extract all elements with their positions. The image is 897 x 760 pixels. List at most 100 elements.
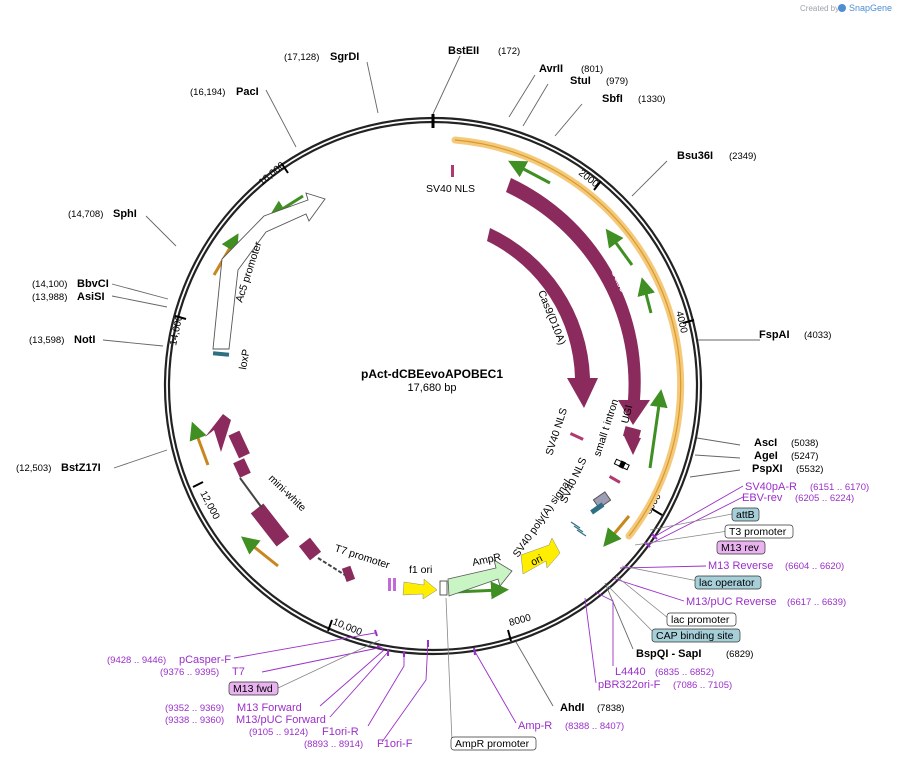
credit-brand: SnapGene — [849, 3, 892, 13]
ori-feature[interactable] — [520, 537, 561, 575]
small-t-intron-core — [618, 460, 626, 469]
plasmid-name: pAct-dCBEevoAPOBEC1 — [361, 367, 503, 381]
primer-amp-r-name: Amp-R — [518, 720, 552, 732]
enzyme-bstz17i-pos: (12,503) — [16, 463, 51, 474]
primer-t7-name: T7 — [232, 666, 245, 678]
plasmid-size: 17,680 bp — [408, 382, 457, 394]
primer-m13-forward-name: M13 Forward — [237, 702, 302, 714]
orange-arrow-3 — [240, 536, 279, 568]
enzyme-paci-name: PacI — [236, 86, 259, 98]
enzyme-bsteii-pos: (172) — [498, 46, 520, 57]
enzyme-noti-pos: (13,598) — [29, 335, 64, 346]
ampr-promoter-feature[interactable] — [439, 580, 448, 596]
box-lac-operator-label: lac operator — [699, 577, 755, 589]
enzyme-sphi-pos: (14,708) — [68, 209, 103, 220]
t7-promoter-label: T7 promoter — [333, 542, 392, 571]
tick-14000 — [174, 315, 187, 320]
m13-feature[interactable] — [393, 578, 396, 591]
box-attb[interactable]: attB — [731, 507, 760, 522]
box-t3-promoter[interactable]: T3 promoter — [724, 524, 794, 539]
enzyme-sgrdi-pos: (17,128) — [284, 52, 319, 63]
box-lac-operator[interactable]: lac operator — [694, 575, 762, 590]
enzyme-asci-name: AscI — [754, 437, 777, 449]
box-attb-label: attB — [736, 509, 755, 521]
box-lac-promoter[interactable]: lac promoter — [666, 612, 737, 627]
enzyme-agei-name: AgeI — [754, 450, 778, 462]
sv40-nls-mid-feature[interactable] — [569, 432, 584, 441]
box-m13-fwd[interactable]: M13 fwd — [228, 681, 279, 696]
enzyme-ahdi-name: AhdI — [560, 702, 584, 714]
primer-l4440-pos: (6835 .. 6852) — [655, 667, 714, 678]
ugi-label: UGI — [619, 404, 635, 425]
enzyme-avrii-name: AvrII — [539, 63, 563, 75]
box-m13-rev-label: M13 rev — [721, 542, 760, 554]
tick-16000 — [281, 163, 289, 174]
ugi-body[interactable] — [622, 426, 642, 440]
enzyme-paci-pos: (16,194) — [190, 87, 225, 98]
snapgene-logo-icon — [838, 4, 846, 12]
ampr-feature[interactable] — [447, 559, 513, 597]
ac5-promoter-feature[interactable] — [212, 192, 326, 350]
tick-label-12000: 12,000 — [197, 489, 221, 522]
sv40-nls-top-label: SV40 NLS — [426, 183, 475, 195]
loxp-label: loxP — [237, 348, 252, 370]
sv40-nls-top-feature[interactable] — [451, 165, 454, 177]
tick-6000 — [651, 508, 663, 516]
enzyme-sphi-name: SphI — [113, 208, 137, 220]
box-m13-rev[interactable]: M13 rev — [716, 540, 766, 555]
enzyme-sbfi-pos: (1330) — [638, 94, 665, 105]
f1-ori-feature[interactable] — [402, 578, 438, 600]
t7-promoter-feature[interactable] — [388, 578, 391, 591]
box-cap-binding-site[interactable]: CAP binding site — [651, 628, 741, 643]
sv40-nls-low-feature[interactable] — [608, 475, 621, 484]
enzyme-fspai-pos: (4033) — [804, 330, 831, 341]
loxp-feature[interactable] — [212, 351, 230, 357]
primer-m13puc-reverse-name: M13/pUC Reverse — [686, 596, 776, 608]
primer-f1ori-f-pos: (8893 .. 8914) — [304, 739, 363, 750]
tick-2000 — [593, 180, 602, 191]
green-feature-arrows — [268, 160, 668, 600]
primer-ebv-rev-pos: (6205 .. 6224) — [795, 493, 854, 504]
enzyme-asci-pos: (5038) — [791, 438, 818, 449]
box-leaders — [277, 513, 733, 742]
primer-site-marks — [374, 533, 658, 657]
mini-white-feature[interactable] — [205, 414, 356, 582]
enzyme-bsteii-name: BstEII — [448, 45, 479, 57]
enzyme-bspqi-sapi-name: BspQI - SapI — [636, 648, 701, 660]
tick-label-16000: 16,000 — [257, 160, 288, 188]
primer-f1ori-r-name: F1ori-R — [322, 726, 359, 738]
primer-f1ori-f-name: F1ori-F — [377, 738, 413, 750]
mini-white-intron-2 — [317, 557, 346, 576]
enzyme-avrii-pos: (801) — [581, 64, 603, 75]
primer-sv40pa-r-name: SV40pA-R — [745, 481, 797, 493]
enzyme-ahdi-pos: (7838) — [597, 703, 624, 714]
primer-t7-pos: (9376 .. 9395) — [160, 667, 219, 678]
primer-m13-reverse-name: M13 Reverse — [708, 560, 773, 572]
primer-amp-r-pos: (8388 .. 8407) — [565, 721, 624, 732]
green-arrow-4 — [648, 389, 668, 469]
tick-10000 — [327, 619, 333, 632]
enzyme-bspqi-sapi-pos: (6829) — [726, 649, 753, 660]
box-t3-promoter-label: T3 promoter — [729, 526, 787, 538]
credit-prefix: Created by — [800, 4, 839, 13]
enzyme-leaders — [102, 55, 760, 707]
green-arrow-2 — [605, 228, 634, 266]
primer-f1ori-r-pos: (9105 .. 9124) — [249, 727, 308, 738]
attb-feature[interactable] — [590, 502, 605, 515]
primer-m13puc-forward-name: M13/pUC Forward — [236, 714, 326, 726]
enzyme-noti-name: NotI — [74, 334, 95, 346]
primer-sv40pa-r-pos: (6151 .. 6170) — [810, 482, 869, 493]
primer-m13puc-reverse-pos: (6617 .. 6639) — [787, 597, 846, 608]
enzyme-bbvci-name: BbvCI — [77, 278, 109, 290]
ugi-feature[interactable] — [624, 436, 641, 455]
cas9-feature[interactable] — [506, 178, 650, 425]
cas9-d10a-feature[interactable] — [487, 228, 598, 408]
primer-ebv-rev-name: EBV-rev — [742, 492, 783, 504]
regulatory-ladder — [570, 521, 587, 537]
tick-label-14000: 14,000 — [168, 314, 185, 347]
enzyme-sgrdi-name: SgrDI — [330, 51, 359, 63]
enzyme-bsu36i-name: Bsu36I — [677, 150, 713, 162]
sv40-polya-feature[interactable] — [592, 491, 612, 509]
box-ampr-promoter[interactable]: AmpR promoter — [450, 736, 537, 751]
